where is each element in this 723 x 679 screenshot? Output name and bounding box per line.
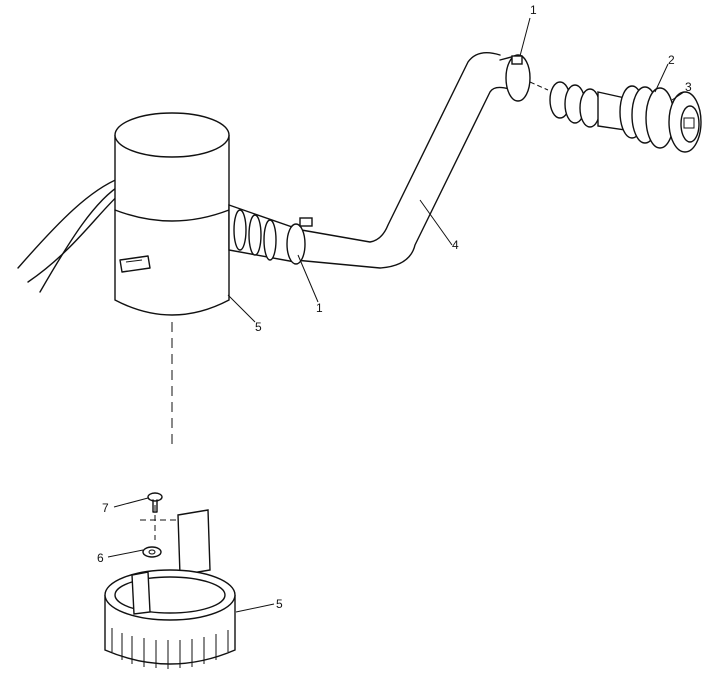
callout-pump-base: 5 bbox=[276, 597, 283, 611]
thru-hull-fitting bbox=[529, 81, 702, 153]
callout-hose-clamp-bottom: 1 bbox=[316, 301, 323, 315]
callout-pump: 5 bbox=[255, 320, 262, 334]
hose bbox=[289, 52, 531, 269]
callout-fitting-flange: 3 bbox=[685, 80, 692, 94]
callout-washer: 6 bbox=[97, 551, 104, 565]
screw bbox=[147, 492, 163, 513]
callout-fitting-nut: 2 bbox=[668, 53, 675, 67]
callout-screw: 7 bbox=[102, 501, 109, 515]
callout-hose: 4 bbox=[452, 238, 459, 252]
pump-body bbox=[114, 112, 230, 316]
screw-alignment-line bbox=[140, 505, 185, 540]
pump-outlet bbox=[228, 204, 313, 265]
callout-hose-clamp-top: 1 bbox=[530, 3, 537, 17]
washer bbox=[142, 546, 162, 558]
leader-lines bbox=[107, 17, 685, 613]
pump-base bbox=[104, 509, 236, 669]
